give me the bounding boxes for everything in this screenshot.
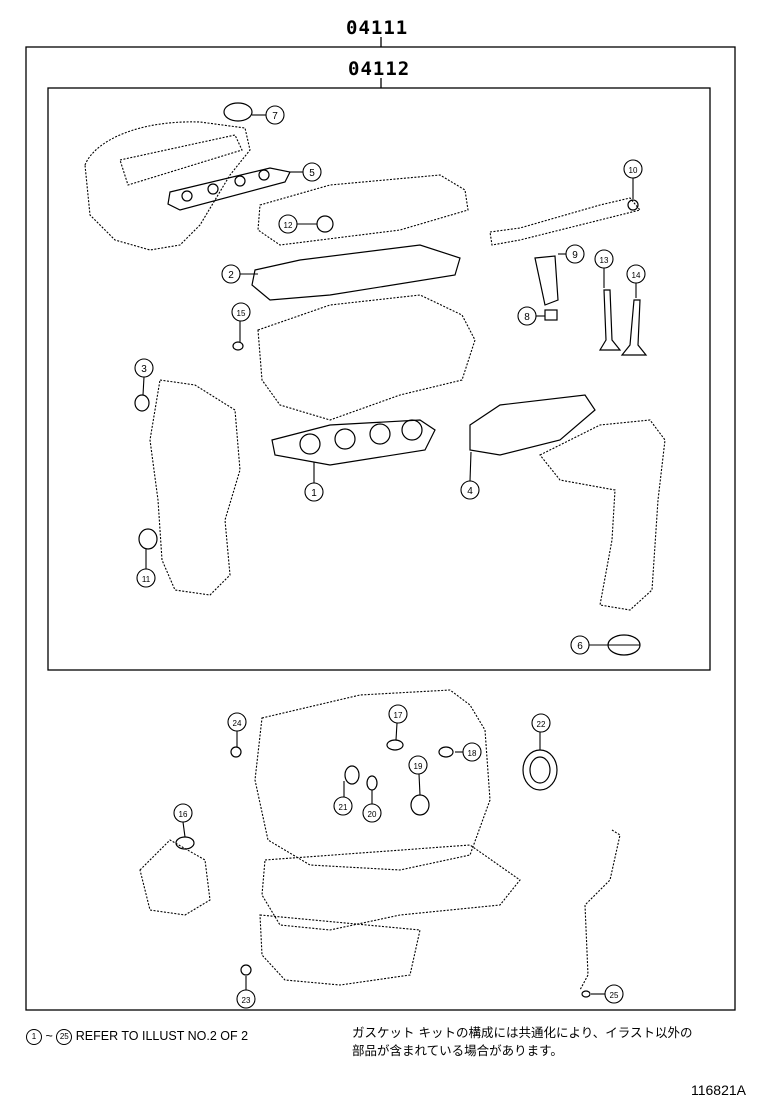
callout-12: 12 <box>284 221 293 230</box>
callout-1: 1 <box>311 488 317 499</box>
gasket-18 <box>438 746 454 758</box>
gasket-24 <box>230 746 242 758</box>
callout-17: 17 <box>394 711 403 720</box>
oil-pan-lower <box>259 914 421 986</box>
intake-gasket <box>167 167 291 211</box>
drain-gasket-23 <box>240 964 252 976</box>
callout-7: 7 <box>272 111 278 122</box>
seal-3 <box>134 394 150 412</box>
drawing-number: 116821A <box>690 1082 746 1098</box>
callout-20: 20 <box>368 810 377 819</box>
callout-13: 13 <box>600 256 609 265</box>
valve-stem-seal-14 <box>620 299 648 356</box>
range-tilde: ~ <box>45 1029 53 1043</box>
callout-2: 2 <box>228 270 234 281</box>
callout-4: 4 <box>467 486 473 497</box>
callout-15: 15 <box>237 309 246 318</box>
cylinder-block <box>254 689 491 871</box>
timing-cover <box>149 379 241 596</box>
oil-pan-upper <box>261 844 521 931</box>
seal-19 <box>410 794 430 816</box>
inner-kit-frame <box>47 87 711 671</box>
cylinder-head <box>257 294 476 421</box>
o-ring-25 <box>581 990 591 998</box>
kit-code-04111: 04111 <box>346 17 409 39</box>
japanese-note-line-1: ガスケット キットの構成には共通化により、イラスト以外の <box>352 1025 693 1040</box>
callout-18: 18 <box>468 749 477 758</box>
reference-note: 1 ~ 25 REFER TO ILLUST NO.2 OF 2 <box>26 1027 248 1045</box>
seal-20 <box>366 775 378 791</box>
callout-6: 6 <box>577 641 583 652</box>
callout-21: 21 <box>339 803 348 812</box>
kit-code-04112: 04112 <box>348 58 411 80</box>
water-pump <box>139 839 211 916</box>
japanese-note-line-2: 部品が含まれている場合があります。 <box>352 1043 563 1058</box>
valve-cover <box>257 174 469 246</box>
exhaust-manifold <box>539 419 666 611</box>
plug-tube-gasket <box>316 215 334 233</box>
injector <box>534 255 559 306</box>
range-start-callout: 1 <box>26 1028 42 1045</box>
callout-11: 11 <box>142 575 151 584</box>
outer-kit-frame <box>25 46 736 1011</box>
range-end-callout: 25 <box>56 1028 73 1045</box>
callout-9: 9 <box>572 250 578 261</box>
japanese-note: ガスケット キットの構成には共通化により、イラスト以外の 部品が含まれている場合… <box>352 1024 752 1060</box>
valve-cover-gasket <box>251 244 461 301</box>
o-ring-10 <box>627 199 639 211</box>
oil-dipstick-guide <box>579 829 621 991</box>
gasket-15 <box>232 341 244 351</box>
callout-19: 19 <box>414 762 423 771</box>
callout-25: 25 <box>610 991 619 1000</box>
cylinder-head-gasket <box>271 419 436 466</box>
rear-oil-seal-22 <box>522 749 558 791</box>
callout-5: 5 <box>309 168 315 179</box>
callout-16: 16 <box>179 810 188 819</box>
gasket-17 <box>386 739 404 751</box>
exhaust-manifold-gasket <box>469 394 596 456</box>
injector-o-ring <box>544 309 558 321</box>
callout-10: 10 <box>629 166 638 175</box>
refer-text: REFER TO ILLUST NO.2 OF 2 <box>75 1029 249 1043</box>
callout-8: 8 <box>524 312 530 323</box>
camshaft <box>489 197 641 246</box>
callout-24: 24 <box>233 719 242 728</box>
intake-manifold <box>84 121 251 251</box>
seal-21 <box>344 765 360 785</box>
oil-seal-11 <box>138 528 158 550</box>
callout-23: 23 <box>242 996 251 1005</box>
callout-3: 3 <box>141 364 147 375</box>
throttle-gasket <box>223 102 253 122</box>
water-pump-gasket-16 <box>175 836 195 850</box>
callout-14: 14 <box>632 271 641 280</box>
callout-22: 22 <box>537 720 546 729</box>
valve-stem-seal-13 <box>598 289 622 351</box>
